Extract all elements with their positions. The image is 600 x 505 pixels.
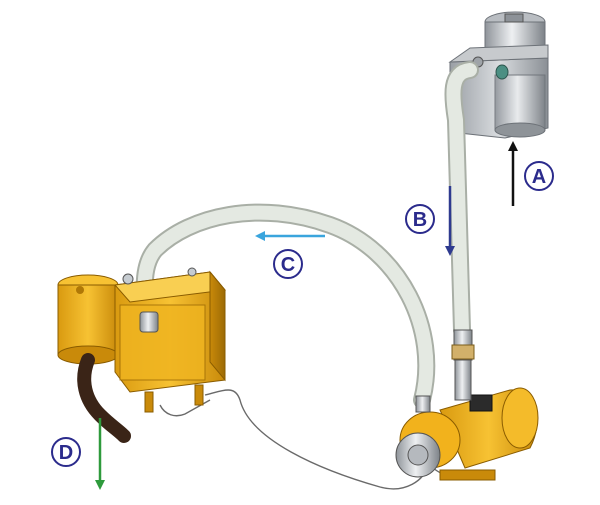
callout-a: A (524, 161, 554, 191)
callout-b-label: B (413, 209, 427, 231)
callout-c: C (273, 249, 303, 279)
callout-c-label: C (281, 254, 295, 276)
arrow-a (508, 141, 518, 206)
callout-b: B (405, 204, 435, 234)
reservoir-tank-icon (57, 267, 226, 443)
arrow-d (95, 418, 105, 490)
arrow-c (255, 231, 325, 241)
callout-d: D (51, 437, 81, 467)
callout-d-label: D (59, 442, 73, 464)
cyclone-separator-icon (448, 11, 549, 139)
callout-a-label: A (532, 166, 546, 188)
hose-network (135, 61, 479, 409)
pump-motor-icon (395, 329, 539, 481)
arrow-b (445, 186, 455, 256)
